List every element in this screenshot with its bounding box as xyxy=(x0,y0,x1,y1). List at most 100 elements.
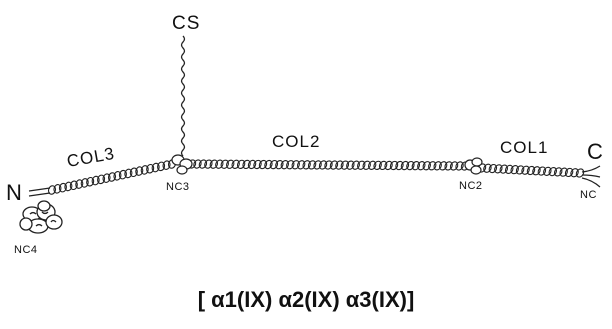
n-terminal-strands xyxy=(28,187,51,197)
helix-loop xyxy=(258,159,268,170)
helix-loop xyxy=(346,160,355,170)
helix-loop xyxy=(307,160,317,170)
col2-label: COL2 xyxy=(272,132,320,151)
nc2-label: NC2 xyxy=(459,180,483,192)
helix-loop xyxy=(275,160,284,170)
helix-loop xyxy=(204,159,213,169)
helix-loop xyxy=(324,160,333,170)
helix-loop xyxy=(302,160,311,170)
helix-loop xyxy=(91,175,100,186)
helix-loop xyxy=(373,160,382,170)
helix-loop xyxy=(504,164,514,174)
helix-loop xyxy=(209,159,219,169)
helix-loop xyxy=(329,160,339,170)
helix-loop xyxy=(226,159,235,169)
helix-loop xyxy=(543,166,552,176)
helix-loop xyxy=(58,182,67,193)
helix-loop xyxy=(395,160,404,171)
helix-loop xyxy=(269,159,279,170)
helix-loop xyxy=(433,161,442,171)
helix-loop xyxy=(135,166,144,176)
helix-loop xyxy=(280,160,290,170)
col1-helix xyxy=(477,163,585,178)
helix-loop xyxy=(494,164,503,174)
helix-loop xyxy=(521,165,530,175)
helix-loop xyxy=(64,181,73,192)
cs-chain xyxy=(180,35,186,157)
helix-loop xyxy=(146,163,155,174)
helix-loop xyxy=(411,161,421,171)
helix-loop xyxy=(80,178,89,188)
col3-label: COL3 xyxy=(65,144,116,171)
helix-loop xyxy=(406,160,415,171)
helix-loop xyxy=(559,167,568,177)
helix-loop xyxy=(532,166,541,176)
helix-loop xyxy=(253,159,262,170)
nc1-label: NC xyxy=(580,189,597,201)
helix-loop xyxy=(510,165,519,175)
helix-loop xyxy=(422,161,431,171)
helix-loop xyxy=(198,159,208,169)
helix-loop xyxy=(553,167,563,177)
col2-helix xyxy=(187,159,470,171)
n-terminus-label: N xyxy=(6,180,22,205)
nc4-label: NC4 xyxy=(14,244,38,256)
helix-loop xyxy=(564,167,574,178)
helix-loop xyxy=(537,166,547,176)
nc3-knot xyxy=(171,154,193,175)
helix-loop xyxy=(384,160,393,171)
helix-loop xyxy=(193,159,202,169)
helix-loop xyxy=(488,163,498,174)
helix-loop xyxy=(75,179,84,189)
helix-loop xyxy=(548,167,558,177)
helix-loop xyxy=(357,160,366,170)
helix-loop xyxy=(151,162,160,173)
helix-loop xyxy=(570,168,579,178)
helix-loop xyxy=(428,161,437,171)
helix-loop xyxy=(367,160,377,170)
helix-loop xyxy=(220,159,229,169)
helix-loop xyxy=(107,172,117,182)
helix-loop xyxy=(97,174,106,185)
helix-loop xyxy=(236,159,246,169)
helix-loop xyxy=(351,160,361,170)
helix-loop xyxy=(444,161,453,171)
helix-loop xyxy=(335,160,344,170)
helix-loop xyxy=(69,180,78,191)
c-terminal-strands xyxy=(581,165,601,188)
helix-loop xyxy=(296,160,306,170)
helix-loop xyxy=(113,171,122,181)
helix-loop xyxy=(247,159,257,170)
nc3-label: NC3 xyxy=(166,181,190,193)
helix-loop xyxy=(242,159,251,170)
helix-loop xyxy=(318,160,328,170)
helix-loop xyxy=(215,159,224,169)
helix-loop xyxy=(140,165,149,175)
helix-loop xyxy=(400,160,410,171)
helix-loop xyxy=(231,159,240,169)
helix-loop xyxy=(124,168,133,179)
cs-label: CS xyxy=(172,13,200,34)
helix-loop xyxy=(340,160,350,170)
helix-loop xyxy=(389,160,399,171)
helix-loop xyxy=(291,160,300,170)
helix-loop xyxy=(499,164,509,174)
helix-loop xyxy=(286,160,295,170)
helix-loop xyxy=(102,173,111,183)
helix-loop xyxy=(157,161,166,172)
helix-loop xyxy=(118,169,127,180)
helix-loop xyxy=(455,161,464,171)
helix-loop xyxy=(515,165,525,175)
helix-loop xyxy=(86,176,95,187)
helix-loop xyxy=(438,161,448,171)
helix-loop xyxy=(47,185,57,195)
col3-helix xyxy=(47,159,177,195)
helix-loop xyxy=(53,184,62,194)
helix-loop xyxy=(526,165,536,176)
helix-loop xyxy=(264,159,273,170)
nc2-knot xyxy=(464,157,483,175)
nc4-globule xyxy=(19,200,63,234)
molecular-formula: [ α1(IX) α2(IX) α3(IX)] xyxy=(198,287,415,312)
helix-loop xyxy=(162,160,171,170)
